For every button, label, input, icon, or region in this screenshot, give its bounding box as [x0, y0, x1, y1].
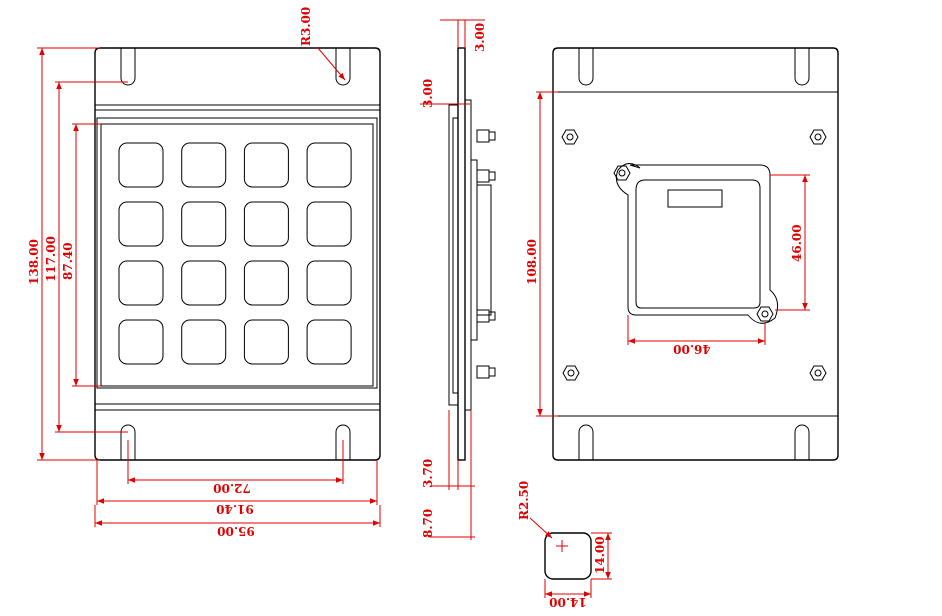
back-bottom-right-slot — [794, 424, 810, 460]
pcb-window-inner — [635, 179, 761, 309]
keypad-inner-frame — [100, 123, 374, 387]
keypad-key — [306, 319, 352, 365]
keypad-key — [243, 201, 289, 247]
back-nuts — [561, 129, 827, 381]
stud — [476, 129, 490, 143]
keypad-key — [243, 260, 289, 306]
key-width-label: 14.00 — [549, 595, 587, 609]
keypad-bezel — [94, 104, 381, 411]
slot-spacing-label: 117.00 — [44, 236, 58, 282]
stud-tip — [488, 131, 496, 141]
keypad-height-label: 87.40 — [61, 242, 75, 280]
bottom-left-slot — [120, 424, 136, 460]
back-top-left-slot — [578, 48, 594, 86]
corner-radius-leader — [317, 47, 346, 81]
keypad-key — [181, 201, 227, 247]
nut — [809, 365, 827, 381]
keypad-key — [118, 201, 164, 247]
side-connector — [476, 184, 492, 316]
keypad-width-label: 91.40 — [216, 502, 254, 516]
nut-hole — [567, 369, 575, 377]
overall-width-label: 95.00 — [217, 524, 255, 538]
pcb-label-plate — [667, 189, 723, 208]
key-cap-detail — [544, 532, 592, 580]
slot-width-label: 72.00 — [213, 481, 251, 495]
side-keypad-face — [452, 117, 459, 394]
side-pcb — [470, 159, 478, 341]
keypad-key — [243, 142, 289, 188]
keypad-key — [306, 201, 352, 247]
back-plate-outline — [552, 47, 839, 461]
total-depth-label: 8.70 — [421, 509, 435, 538]
back-top-right-slot — [794, 48, 810, 86]
pcb-nut-hole — [618, 169, 626, 177]
front-plate-outline — [94, 47, 381, 461]
front-view-dimensions: R3.00 138.00 117.00 87.40 72.00 91.40 95… — [27, 7, 381, 538]
key-radius-leader — [529, 517, 553, 539]
corner-radius-label: R3.00 — [299, 7, 313, 46]
nut-hole — [566, 133, 574, 141]
keypad-key — [118, 319, 164, 365]
top-left-slot — [120, 48, 136, 86]
bottom-right-slot — [335, 424, 351, 460]
front-view — [94, 47, 381, 461]
keypad-key — [306, 142, 352, 188]
stud-tip — [488, 311, 496, 321]
stud — [476, 309, 490, 323]
back-height-label: 108.00 — [525, 239, 539, 285]
keypad-key — [118, 142, 164, 188]
side-view — [448, 47, 496, 461]
keypad-key — [181, 142, 227, 188]
overall-height-label: 138.00 — [27, 239, 41, 285]
front-thickness-label: 3.00 — [421, 79, 435, 108]
side-view-dimensions: 3.00 3.00 3.70 8.70 — [420, 19, 487, 540]
stud-tip — [488, 367, 496, 377]
pcb-nut — [613, 165, 631, 181]
side-back-plate — [464, 99, 472, 411]
key-height-label: 14.00 — [593, 536, 607, 574]
stud-tip — [488, 171, 496, 181]
side-front-plate — [457, 47, 466, 461]
key-detail: R2.50 14.00 14.00 — [517, 481, 612, 609]
nut — [561, 129, 579, 145]
nut-hole — [814, 369, 822, 377]
back-view-dimensions: 108.00 46.00 46.00 — [525, 91, 810, 417]
window-height-label: 46.00 — [790, 224, 804, 262]
key-radius-label: R2.50 — [517, 481, 531, 520]
keypad-outer-frame — [96, 117, 378, 389]
keypad-key — [118, 260, 164, 306]
pcb-nut-hole — [761, 310, 769, 318]
keypad-key — [181, 319, 227, 365]
keypad-key — [243, 319, 289, 365]
nut — [562, 365, 580, 381]
pcb-window-outer — [615, 163, 779, 324]
key-grid — [118, 142, 352, 365]
keypad-key — [181, 260, 227, 306]
nut — [809, 129, 827, 145]
stud — [476, 365, 490, 379]
nut-hole — [814, 133, 822, 141]
side-studs — [476, 129, 496, 379]
top-right-slot — [335, 48, 351, 86]
back-bottom-left-slot — [578, 424, 594, 460]
pcb-nut — [756, 306, 774, 322]
window-width-label: 46.00 — [673, 342, 711, 356]
stud — [476, 169, 490, 183]
plate-thickness-label: 3.70 — [421, 459, 435, 488]
top-thickness-label: 3.00 — [473, 23, 487, 52]
keypad-key — [306, 260, 352, 306]
